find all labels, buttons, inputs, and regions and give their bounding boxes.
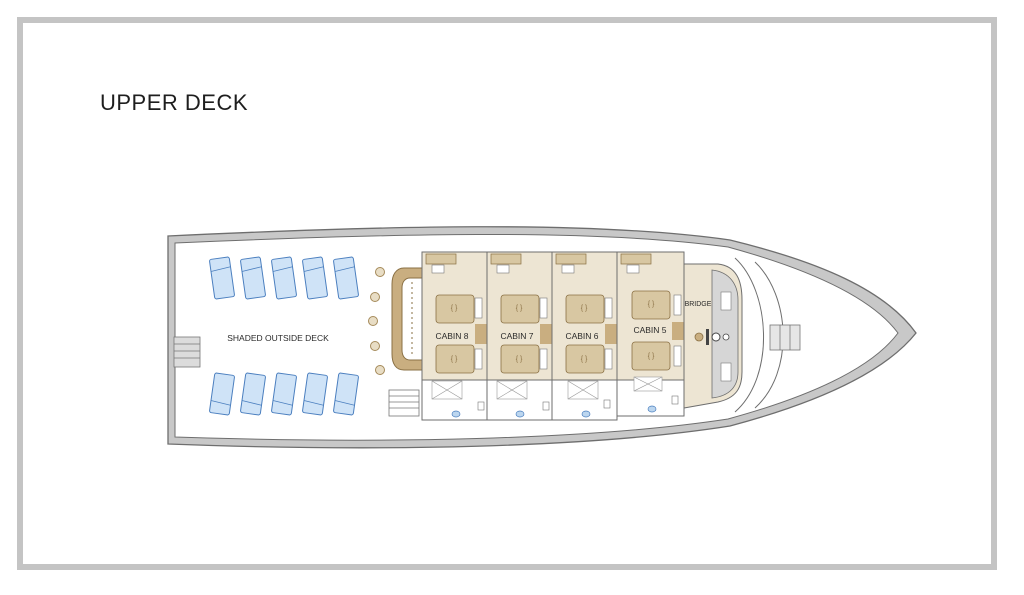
svg-text:{ }: { } — [581, 356, 588, 363]
toilet-icon — [647, 405, 657, 413]
sink-icon — [671, 395, 679, 405]
svg-text:{ }: { } — [581, 305, 588, 312]
cabin-7: { } { } CABIN 7 — [486, 251, 553, 421]
cabin-label: CABIN 7 — [500, 331, 533, 341]
helm-wheel-icon — [711, 332, 721, 342]
bow-deck-line — [734, 257, 764, 413]
sink-icon — [603, 399, 611, 409]
cabins: { } { } CABIN 8 — [421, 251, 685, 421]
deck-title: UPPER DECK — [100, 90, 249, 115]
stool — [375, 365, 385, 375]
loungers-top — [209, 256, 359, 300]
svg-text:{ }: { } — [451, 305, 458, 312]
helm-seat — [706, 329, 709, 345]
bridge-label: BRIDGE — [685, 301, 712, 308]
cabin-8: { } { } CABIN 8 — [421, 251, 488, 421]
sink-icon — [542, 401, 550, 411]
toilet-icon — [451, 410, 461, 418]
lounger — [271, 372, 297, 416]
svg-text:{ }: { } — [648, 353, 655, 360]
outside-deck-label: SHADED OUTSIDE DECK — [227, 333, 329, 343]
svg-text:{ }: { } — [648, 301, 655, 308]
aft-stairs — [388, 389, 420, 417]
cabin-5: { } { } CABIN 5 — [616, 251, 685, 417]
stool — [370, 341, 380, 351]
bar-stools — [368, 267, 385, 375]
cabin-label: CABIN 6 — [565, 331, 598, 341]
lounger — [240, 372, 266, 416]
stern-stairs — [173, 336, 201, 368]
bridge-panel — [720, 362, 732, 382]
lounger — [333, 256, 359, 300]
bow-hatch — [769, 324, 801, 351]
cabin-label: CABIN 5 — [633, 325, 666, 335]
sink-icon — [477, 401, 485, 411]
lounger — [271, 256, 297, 300]
bridge: BRIDGE — [683, 263, 743, 409]
cabin-6: { } { } CABIN 6 — [551, 251, 618, 421]
svg-text:{ }: { } — [516, 305, 523, 312]
bridge-panel — [720, 291, 732, 311]
stool — [368, 316, 378, 326]
toilet-icon — [515, 410, 525, 418]
svg-text:{ }: { } — [516, 356, 523, 363]
shower — [633, 376, 663, 392]
lounger — [333, 372, 359, 416]
stool — [375, 267, 385, 277]
lounger — [209, 256, 235, 300]
shower — [431, 380, 463, 400]
lounger — [302, 372, 328, 416]
svg-text:{ }: { } — [451, 356, 458, 363]
captain-seat — [694, 332, 704, 342]
shower — [496, 380, 528, 400]
lounger — [209, 372, 235, 416]
lounger — [302, 256, 328, 300]
toilet-icon — [581, 410, 591, 418]
compass-icon — [722, 333, 730, 341]
lounger — [240, 256, 266, 300]
shower — [567, 380, 599, 400]
stool — [370, 292, 380, 302]
loungers-bottom — [209, 372, 359, 416]
cabin-label: CABIN 8 — [435, 331, 468, 341]
